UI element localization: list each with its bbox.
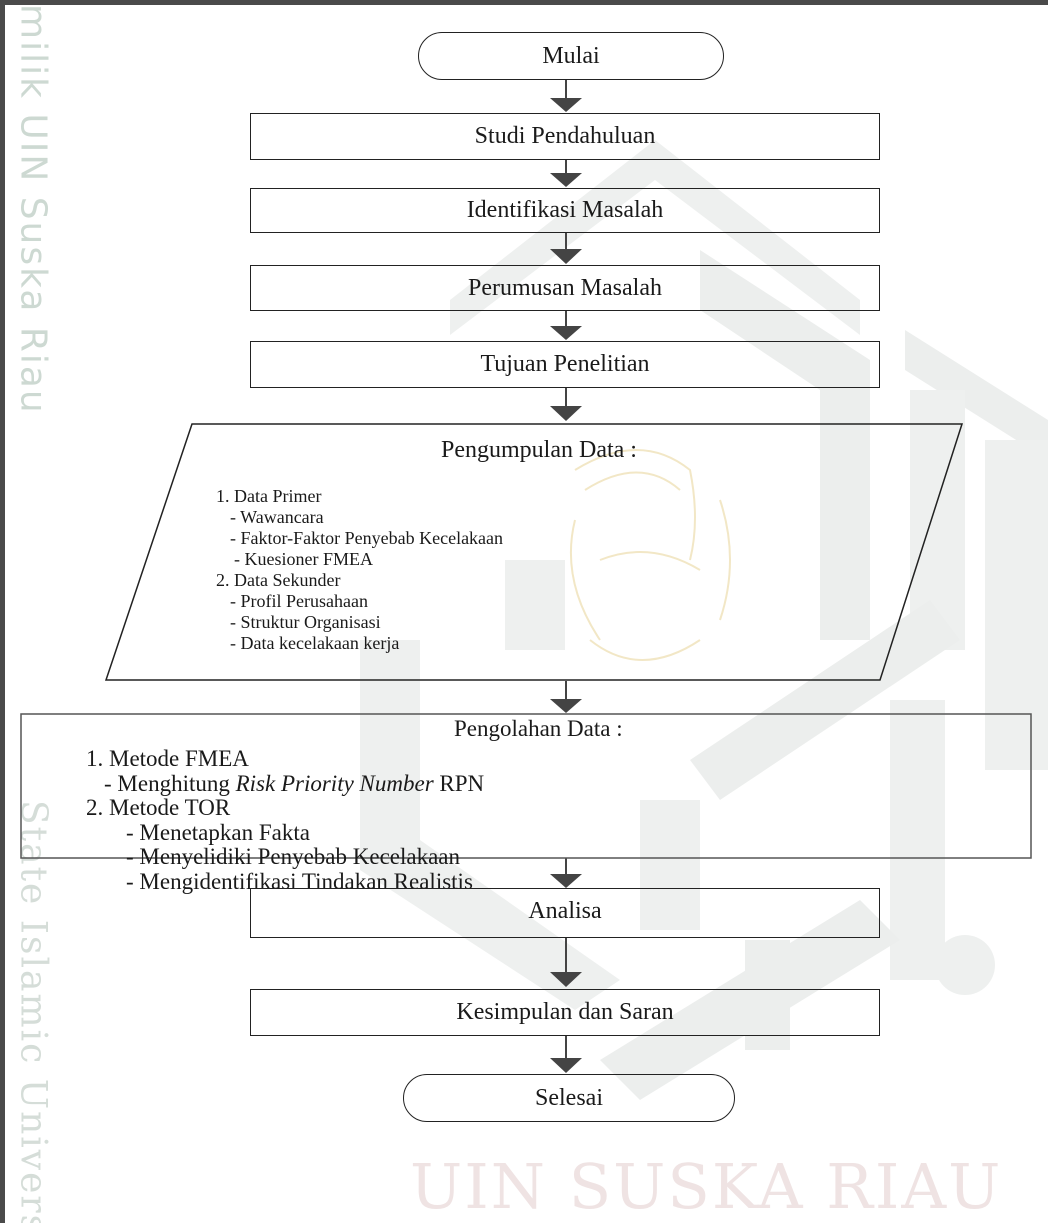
data-collection-title: Pengumpulan Data : [441,437,637,463]
step-label: Studi Pendahuluan [474,123,656,149]
data-processing-list: 1. Metode FMEA - Menghitung Risk Priorit… [86,746,485,894]
data-processing-box [20,713,1032,859]
step-studi-pendahuluan: Studi Pendahuluan [250,113,880,160]
step-label: Kesimpulan dan Saran [456,999,674,1025]
list-item: - Data kecelakaan kerja [230,633,400,653]
list-item: - Mengidentifikasi Tindakan Realistis [126,868,473,894]
list-item: 2. Data Sekunder [216,570,341,590]
step-label: Identifikasi Masalah [466,197,664,223]
frame-left-border [0,0,5,1223]
list-item: - Menyelidiki Penyebab Kecelakaan [126,844,461,869]
step-label: Perumusan Masalah [468,274,662,301]
list-item: 1. Data Primer [216,486,322,506]
step-tujuan-penelitian: Tujuan Penelitian [250,341,880,388]
list-item: - Menghitung Risk Priority Number RPN [86,770,485,797]
list-item: - Menetapkan Fakta [126,819,310,845]
step-identifikasi-masalah: Identifikasi Masalah [250,188,880,233]
step-label: Analisa [528,898,602,924]
data-processing-title: Pengolahan Data : [454,716,623,741]
list-item: - Faktor-Faktor Penyebab Kecelakaan [230,528,504,548]
step-perumusan-masalah: Perumusan Masalah [250,265,880,311]
bottom-watermark-text: UIN SUSKA RIAU [410,1150,1003,1223]
list-item: - Profil Perusahaan [230,591,368,611]
data-collection-parallelogram [104,423,964,681]
data-collection-list: 1. Data Primer - Wawancara - Faktor-Fakt… [216,486,503,654]
list-item: - Kuesioner FMEA [234,549,373,569]
list-item: 2. Metode TOR [86,795,231,820]
list-item-text: - Menghitung [104,770,236,796]
list-item-text: RPN [433,770,485,796]
list-item-emphasis: Risk Priority Number [235,770,434,796]
step-kesimpulan-dan-saran: Kesimpulan dan Saran [250,989,880,1036]
end-terminal: Selesai [403,1074,735,1122]
list-item: - Struktur Organisasi [230,612,381,632]
frame-top-border [0,0,1048,5]
start-label: Mulai [542,42,600,69]
step-label: Tujuan Penelitian [480,351,650,377]
step-analisa: Analisa [250,888,880,938]
end-label: Selesai [535,1084,603,1111]
list-item: - Wawancara [230,507,324,527]
list-item: 1. Metode FMEA [86,746,249,771]
start-terminal: Mulai [418,32,724,80]
